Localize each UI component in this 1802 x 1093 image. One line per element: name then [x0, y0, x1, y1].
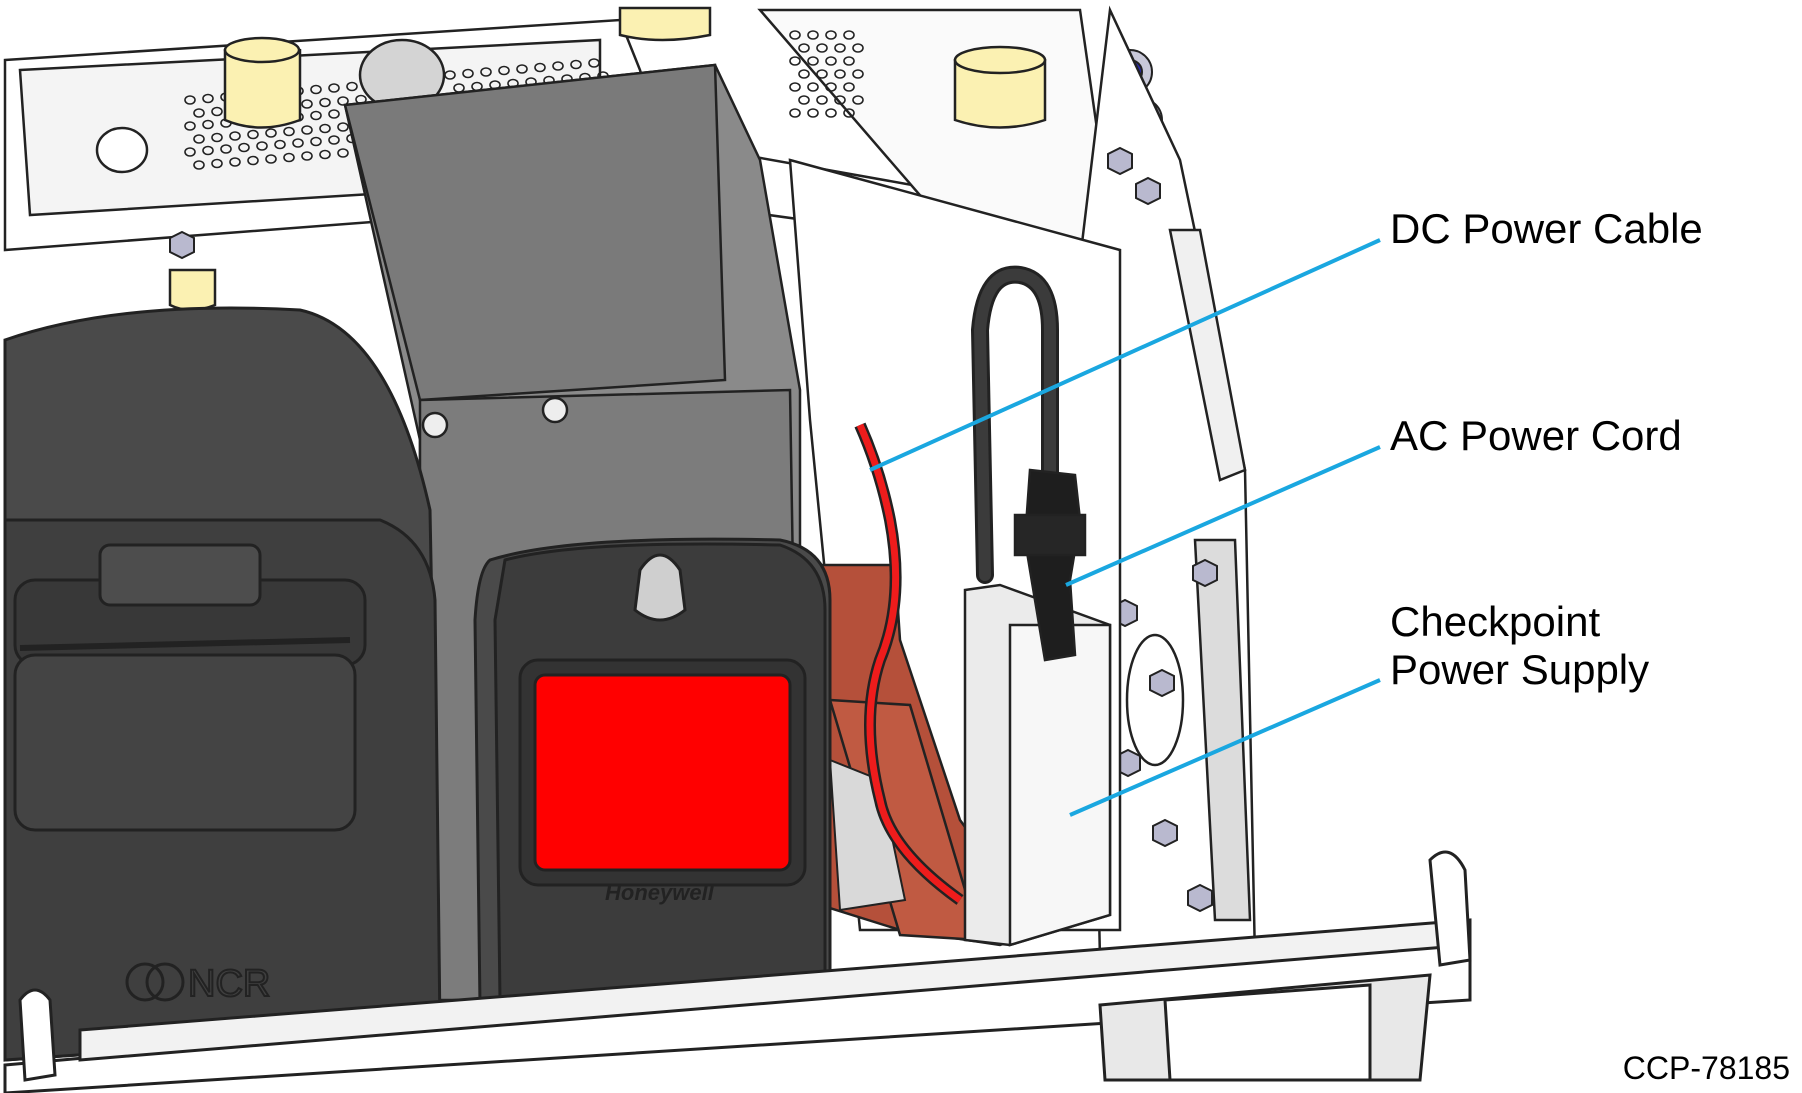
power-supply: [963, 583, 1112, 947]
perforation-hole: [534, 62, 546, 73]
perforation-hole: [816, 43, 828, 53]
perforation-hole: [301, 125, 313, 135]
perforation-hole: [229, 157, 241, 167]
perforation-hole: [816, 95, 828, 105]
printer-body: [3, 306, 442, 1062]
panel-holes: [95, 38, 446, 174]
perforation-hole: [238, 142, 250, 153]
callout-leaders: [869, 238, 1381, 817]
perforation-hole: [247, 129, 259, 140]
perforation-hole: [825, 108, 837, 118]
perforation-hole: [319, 149, 331, 160]
perforation-hole: [337, 148, 349, 158]
scanner-logo-text: Honeywell: [605, 880, 715, 905]
perforation-hole: [789, 82, 801, 92]
perforation-hole: [220, 144, 232, 154]
ac-power-cord: [970, 265, 1059, 584]
perforation-hole: [843, 30, 855, 40]
perforation-hole: [301, 151, 313, 161]
callout-checkpoint-power-supply-line2: Power Supply: [1390, 646, 1650, 693]
perforation-hole: [292, 138, 304, 148]
perforation-hole: [256, 141, 268, 151]
perforation-hole: [193, 134, 205, 144]
perforation-hole: [247, 155, 259, 166]
perforation-hole: [337, 122, 349, 132]
callout-checkpoint-power-supply-line1: Checkpoint: [1390, 598, 1601, 645]
perforation-hole: [825, 30, 837, 40]
perforation-hole: [825, 56, 837, 66]
printer-logo: [125, 962, 185, 1002]
perforation-hole: [184, 95, 196, 105]
perforation-hole: [807, 108, 819, 118]
perforation-hole: [310, 136, 322, 147]
perforation-hole: [211, 132, 223, 143]
perforation-hole: [807, 56, 819, 66]
perforation-hole: [328, 109, 340, 119]
perforation-hole: [588, 58, 600, 68]
perforation-hole: [328, 83, 340, 93]
perforation-hole: [843, 56, 855, 66]
perforation-hole: [319, 123, 331, 134]
perforation-hole: [570, 59, 582, 70]
perforation-hole: [283, 152, 295, 163]
perforation-hole: [328, 135, 340, 145]
perforation-hole: [834, 69, 846, 79]
perforation-hole: [462, 68, 474, 79]
perforation-hole: [498, 65, 510, 76]
perforation-hole: [310, 84, 322, 95]
perforation-hole: [798, 43, 810, 53]
perforation-hole: [843, 82, 855, 92]
scanner-window: [533, 673, 792, 872]
perforation-hole: [789, 108, 801, 118]
perforation-hole: [843, 108, 855, 118]
perforation-hole: [184, 121, 196, 131]
perforation-hole: [211, 158, 223, 169]
perforation-hole: [552, 61, 564, 71]
perforation-hole: [798, 69, 810, 79]
perforation-hole: [193, 108, 205, 118]
perforation-hole: [480, 67, 492, 77]
perforation-hole: [301, 99, 313, 109]
perforation-hole: [265, 128, 277, 138]
perforation-hole: [274, 139, 286, 150]
perforation-hole: [319, 97, 331, 108]
perforation-hole: [516, 64, 528, 74]
leader-checkpoint-power-supply: [1069, 678, 1381, 817]
callout-dc-power-cable: DC Power Cable: [1390, 205, 1703, 252]
bracket-window: [828, 758, 907, 912]
perforation-hole: [789, 30, 801, 40]
perforation-hole: [798, 95, 810, 105]
perforation-hole: [337, 96, 349, 106]
perforation-hole: [825, 82, 837, 92]
perforation-hole: [816, 69, 828, 79]
front-tray: [3, 850, 1472, 1093]
perforation-hole: [834, 95, 846, 105]
perforation-hole: [193, 160, 205, 170]
printer-logo-text: NCR: [188, 963, 270, 1005]
callout-ac-power-cord: AC Power Cord: [1390, 412, 1682, 459]
perforation-hole: [852, 69, 864, 79]
perforation-hole: [852, 95, 864, 105]
perforation-hole: [852, 43, 864, 53]
perforation-hole: [346, 81, 358, 92]
leader-ac-power-cord: [1065, 445, 1381, 587]
perforation-hole: [310, 110, 322, 121]
leader-dc-power-cable: [869, 238, 1381, 472]
perforation-hole: [807, 82, 819, 92]
perforation-hole: [265, 154, 277, 164]
perforation-hole: [202, 145, 214, 156]
perforation-hole: [807, 30, 819, 40]
perforation-hole: [202, 93, 214, 104]
perforation-hole: [202, 119, 214, 130]
perforation-hole: [229, 131, 241, 141]
perforation-hole: [283, 126, 295, 137]
perforation-hole: [211, 106, 223, 117]
perforation-hole: [184, 147, 196, 157]
perforation-hole: [834, 43, 846, 53]
ac-plug: [1013, 468, 1087, 662]
figure-id: CCP-78185: [1622, 1050, 1790, 1086]
dc-power-cable: [854, 422, 964, 905]
perforation-hole: [789, 56, 801, 66]
